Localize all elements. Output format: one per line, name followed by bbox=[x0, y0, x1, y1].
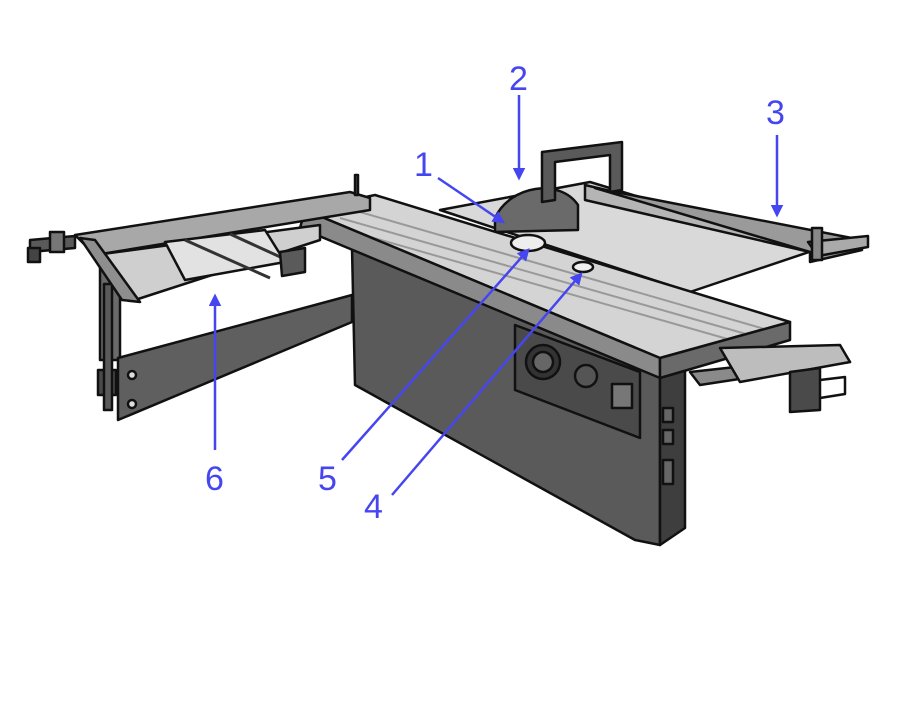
callout-arrow-1 bbox=[437, 176, 506, 224]
callout-label-1: 1 bbox=[414, 146, 433, 184]
callout-label-3: 3 bbox=[766, 94, 785, 132]
saw-cabinet bbox=[350, 246, 687, 547]
blade-guard bbox=[493, 140, 624, 234]
crosscut-table bbox=[26, 173, 372, 304]
callout-labels: 1 2 3 4 5 6 bbox=[205, 60, 785, 526]
callout-label-5: 5 bbox=[318, 460, 337, 498]
callout-label-4: 4 bbox=[364, 488, 383, 526]
front-support-arm bbox=[688, 343, 852, 414]
callout-arrow-5 bbox=[341, 248, 530, 461]
callout-label-2: 2 bbox=[509, 60, 528, 98]
lower-crossbar bbox=[116, 293, 354, 422]
saw-machine-drawing bbox=[26, 140, 870, 547]
callout-arrow-4 bbox=[391, 272, 583, 496]
callout-label-6: 6 bbox=[205, 460, 224, 498]
callout-arrows bbox=[208, 95, 784, 496]
